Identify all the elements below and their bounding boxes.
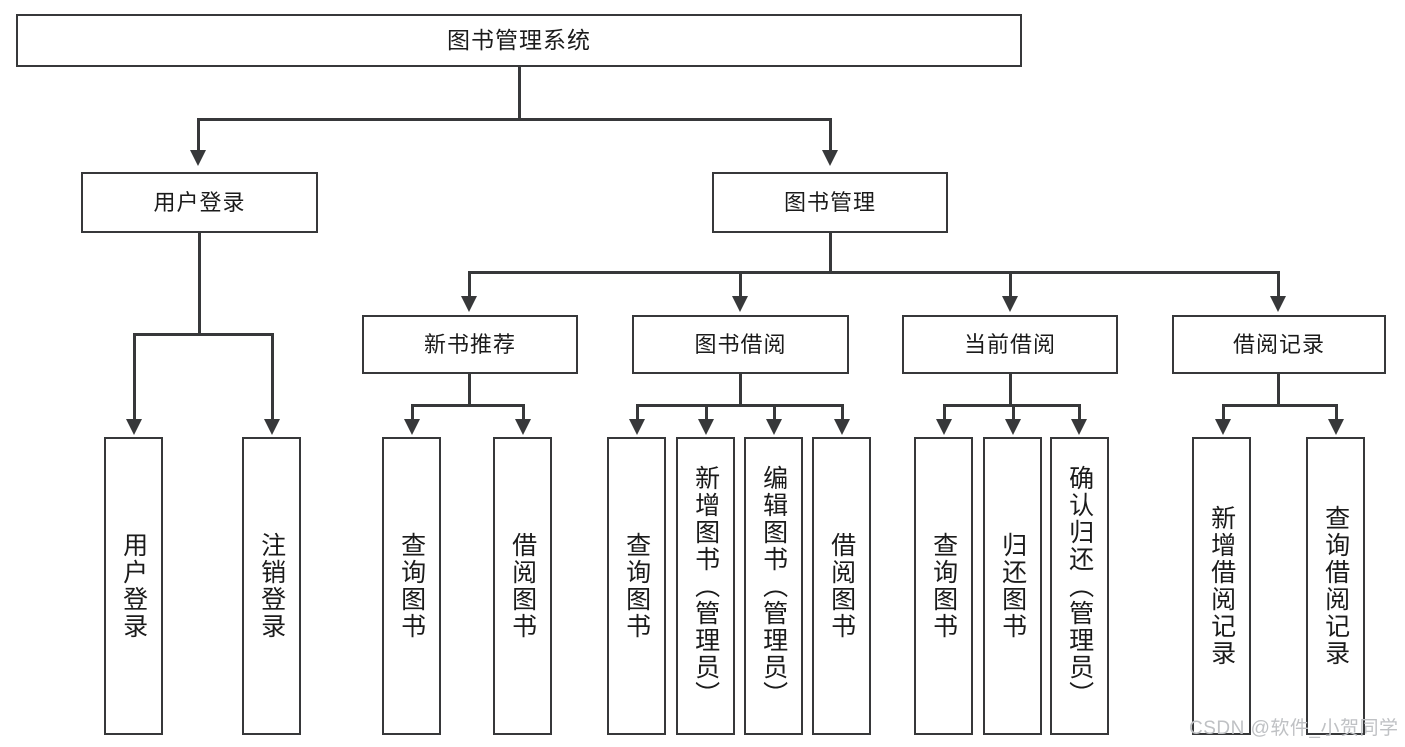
arrowhead-leaf-confirm-return	[1071, 419, 1087, 435]
connector-to-current-borrow	[1009, 271, 1012, 297]
arrowhead-leaf-query-record	[1328, 419, 1344, 435]
node-label: 新增借阅记录	[1207, 505, 1236, 667]
node-label: 确认归还（管理员）	[1065, 464, 1094, 708]
leaf-borrow-book-recommend[interactable]: 借阅图书	[493, 437, 552, 735]
leaf-borrow-book[interactable]: 借阅图书	[812, 437, 871, 735]
connector-user-login-leaf-2	[271, 333, 274, 420]
arrowhead-leaf-query-book-3	[936, 419, 952, 435]
leaf-confirm-return-admin[interactable]: 确认归还（管理员）	[1050, 437, 1109, 735]
connector-current-borrow-bar	[943, 404, 1080, 407]
node-new-book-recommend[interactable]: 新书推荐	[362, 315, 578, 374]
connector-user-login-leaf-1	[133, 333, 136, 420]
node-label: 用户登录	[119, 532, 148, 640]
leaf-logout[interactable]: 注销登录	[242, 437, 301, 735]
arrowhead-borrow-record	[1270, 296, 1286, 312]
node-book-borrow[interactable]: 图书借阅	[632, 315, 849, 374]
arrowhead-leaf-borrow-book-2	[834, 419, 850, 435]
node-root-system[interactable]: 图书管理系统	[16, 14, 1022, 67]
connector-borrow-record-bar	[1222, 404, 1338, 407]
connector-book-borrow-leaf-4	[841, 404, 844, 420]
node-label: 查询图书	[622, 532, 651, 640]
arrowhead-leaf-user-login	[126, 419, 142, 435]
node-label: 图书借阅	[694, 331, 787, 357]
arrowhead-leaf-edit-book	[766, 419, 782, 435]
arrowhead-new-book	[461, 296, 477, 312]
node-label: 图书管理	[783, 189, 876, 215]
connector-book-borrow-stem	[739, 374, 742, 406]
connector-new-book-bar	[411, 404, 525, 407]
node-label: 注销登录	[257, 532, 286, 640]
connector-user-login-bar	[133, 333, 271, 336]
node-label: 查询借阅记录	[1321, 505, 1350, 667]
node-label: 图书管理系统	[447, 27, 591, 54]
node-label: 新书推荐	[423, 331, 516, 357]
connector-borrow-record-stem	[1277, 374, 1280, 406]
leaf-query-book-recommend[interactable]: 查询图书	[382, 437, 441, 735]
connector-book-borrow-leaf-1	[636, 404, 639, 420]
node-label: 新增图书（管理员）	[691, 464, 720, 708]
connector-new-book-stem	[468, 374, 471, 406]
leaf-query-book-current[interactable]: 查询图书	[914, 437, 973, 735]
connector-current-borrow-leaf-2	[1012, 404, 1015, 420]
connector-to-user-login	[197, 118, 200, 151]
arrowhead-current-borrow	[1002, 296, 1018, 312]
node-label: 用户登录	[153, 189, 246, 215]
arrowhead-leaf-query-book-2	[629, 419, 645, 435]
connector-to-borrow-record	[1277, 271, 1280, 297]
node-label: 借阅记录	[1232, 331, 1325, 357]
arrowhead-book-manage	[822, 150, 838, 166]
node-current-borrow[interactable]: 当前借阅	[902, 315, 1118, 374]
connector-borrow-record-leaf-2	[1335, 404, 1338, 420]
node-label: 编辑图书（管理员）	[759, 464, 788, 708]
node-label: 借阅图书	[827, 532, 856, 640]
arrowhead-leaf-logout	[264, 419, 280, 435]
connector-root-bar	[197, 118, 831, 121]
connector-root-stem	[518, 67, 521, 119]
node-label: 当前借阅	[963, 331, 1056, 357]
leaf-query-book-borrow[interactable]: 查询图书	[607, 437, 666, 735]
connector-current-borrow-leaf-1	[943, 404, 946, 420]
csdn-watermark: CSDN @软件_小贺同学	[1189, 718, 1399, 739]
connector-book-borrow-leaf-2	[705, 404, 708, 420]
node-label: 借阅图书	[508, 532, 537, 640]
connector-to-book-manage	[829, 118, 832, 151]
arrowhead-user-login	[190, 150, 206, 166]
connector-book-manage-stem	[829, 233, 832, 273]
connector-level3-bar	[468, 271, 1280, 274]
leaf-add-book-admin[interactable]: 新增图书（管理员）	[676, 437, 735, 735]
leaf-edit-book-admin[interactable]: 编辑图书（管理员）	[744, 437, 803, 735]
connector-to-book-borrow	[739, 271, 742, 297]
arrowhead-book-borrow	[732, 296, 748, 312]
connector-current-borrow-stem	[1009, 374, 1012, 406]
arrowhead-leaf-borrow-book-1	[515, 419, 531, 435]
node-borrow-record[interactable]: 借阅记录	[1172, 315, 1386, 374]
node-label: 归还图书	[998, 532, 1027, 640]
connector-borrow-record-leaf-1	[1222, 404, 1225, 420]
connector-user-login-stem	[198, 233, 201, 335]
node-user-login[interactable]: 用户登录	[81, 172, 318, 233]
connector-book-borrow-bar	[636, 404, 843, 407]
node-book-management[interactable]: 图书管理	[712, 172, 948, 233]
arrowhead-leaf-return-book	[1005, 419, 1021, 435]
leaf-return-book[interactable]: 归还图书	[983, 437, 1042, 735]
leaf-add-borrow-record[interactable]: 新增借阅记录	[1192, 437, 1251, 735]
connector-to-new-book	[468, 271, 471, 297]
leaf-query-borrow-record[interactable]: 查询借阅记录	[1306, 437, 1365, 735]
connector-new-book-leaf-2	[522, 404, 525, 420]
arrowhead-leaf-query-book-1	[404, 419, 420, 435]
node-label: 查询图书	[929, 532, 958, 640]
connector-new-book-leaf-1	[411, 404, 414, 420]
arrowhead-leaf-add-record	[1215, 419, 1231, 435]
leaf-user-login[interactable]: 用户登录	[104, 437, 163, 735]
node-label: 查询图书	[397, 532, 426, 640]
arrowhead-leaf-add-book	[698, 419, 714, 435]
connector-current-borrow-leaf-3	[1078, 404, 1081, 420]
connector-book-borrow-leaf-3	[773, 404, 776, 420]
